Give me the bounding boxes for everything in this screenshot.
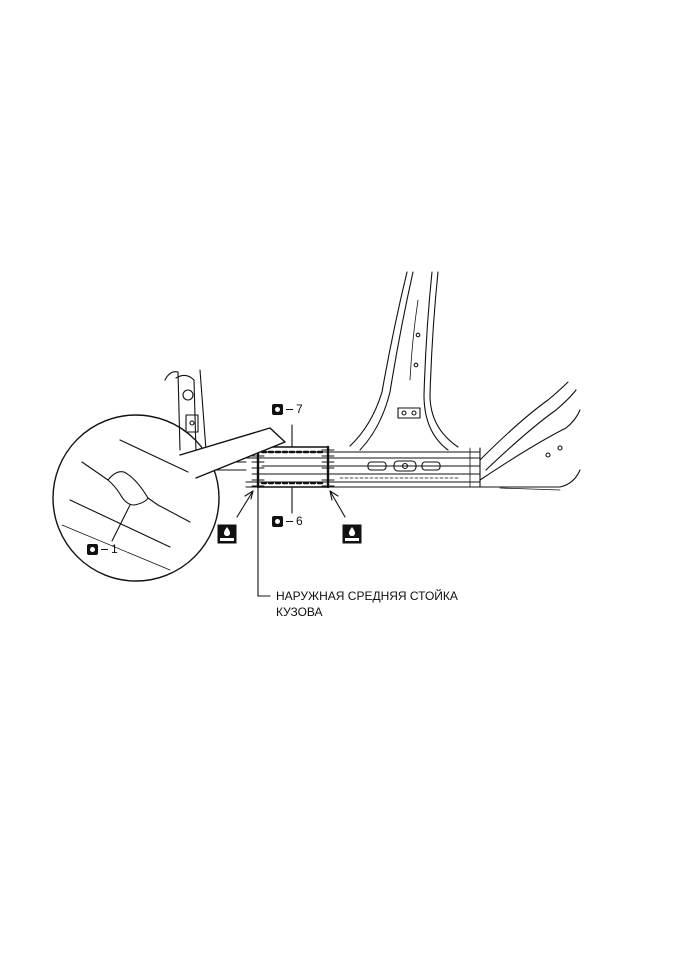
spot-weld-callout-top: 7	[272, 402, 303, 416]
spot-weld-icon	[87, 543, 98, 555]
replacement-section	[256, 445, 330, 489]
rear-door-opening	[164, 369, 247, 471]
callout-dash	[101, 548, 108, 550]
front-door-opening	[479, 381, 581, 491]
spot-weld-count-top: 7	[296, 402, 303, 416]
part-name-line1: НАРУЖНАЯ СРЕДНЯЯ СТОЙКА	[276, 589, 458, 603]
part-leader	[257, 486, 271, 597]
spot-weld-count-bottom: 6	[296, 514, 303, 528]
rocker-panel	[245, 447, 481, 488]
spot-weld-callout-bottom: 6	[272, 514, 303, 528]
callout-dash	[286, 520, 293, 522]
sealant-arrows	[236, 490, 346, 518]
detail-magnifier	[52, 414, 286, 582]
b-pillar	[349, 271, 459, 451]
sealant-icon	[342, 524, 362, 544]
spot-weld-icon	[272, 403, 283, 415]
sealant-icon	[217, 524, 237, 544]
part-name-line2: КУЗОВА	[276, 605, 323, 619]
callout-dash	[286, 408, 293, 410]
spot-weld-callout-detail: 1	[87, 542, 118, 556]
spot-weld-icon	[272, 515, 283, 527]
spot-weld-count-detail: 1	[111, 542, 118, 556]
cut-marks	[251, 449, 335, 487]
